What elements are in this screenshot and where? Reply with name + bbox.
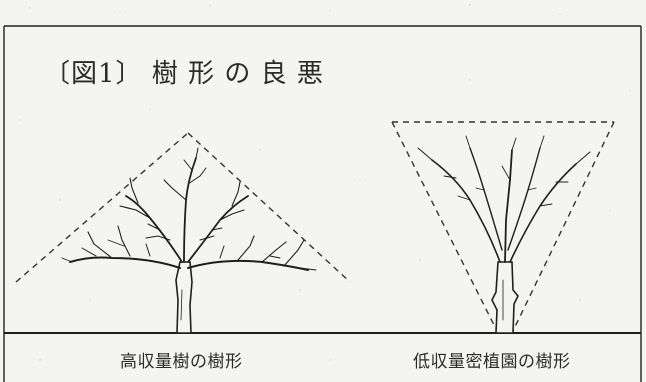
low-yield-tree (417, 135, 591, 334)
low-yield-tree-outline (391, 121, 615, 334)
low-yield-caption: 低収量密植園の樹形 (413, 352, 571, 372)
scan-speckles (19, 4, 631, 361)
figure-title: 〔図1〕 樹 形 の 良 悪 (44, 59, 324, 89)
high-yield-caption: 高収量樹の樹形 (120, 352, 243, 372)
high-yield-tree-outline (15, 132, 351, 283)
high-yield-tree (61, 147, 317, 334)
